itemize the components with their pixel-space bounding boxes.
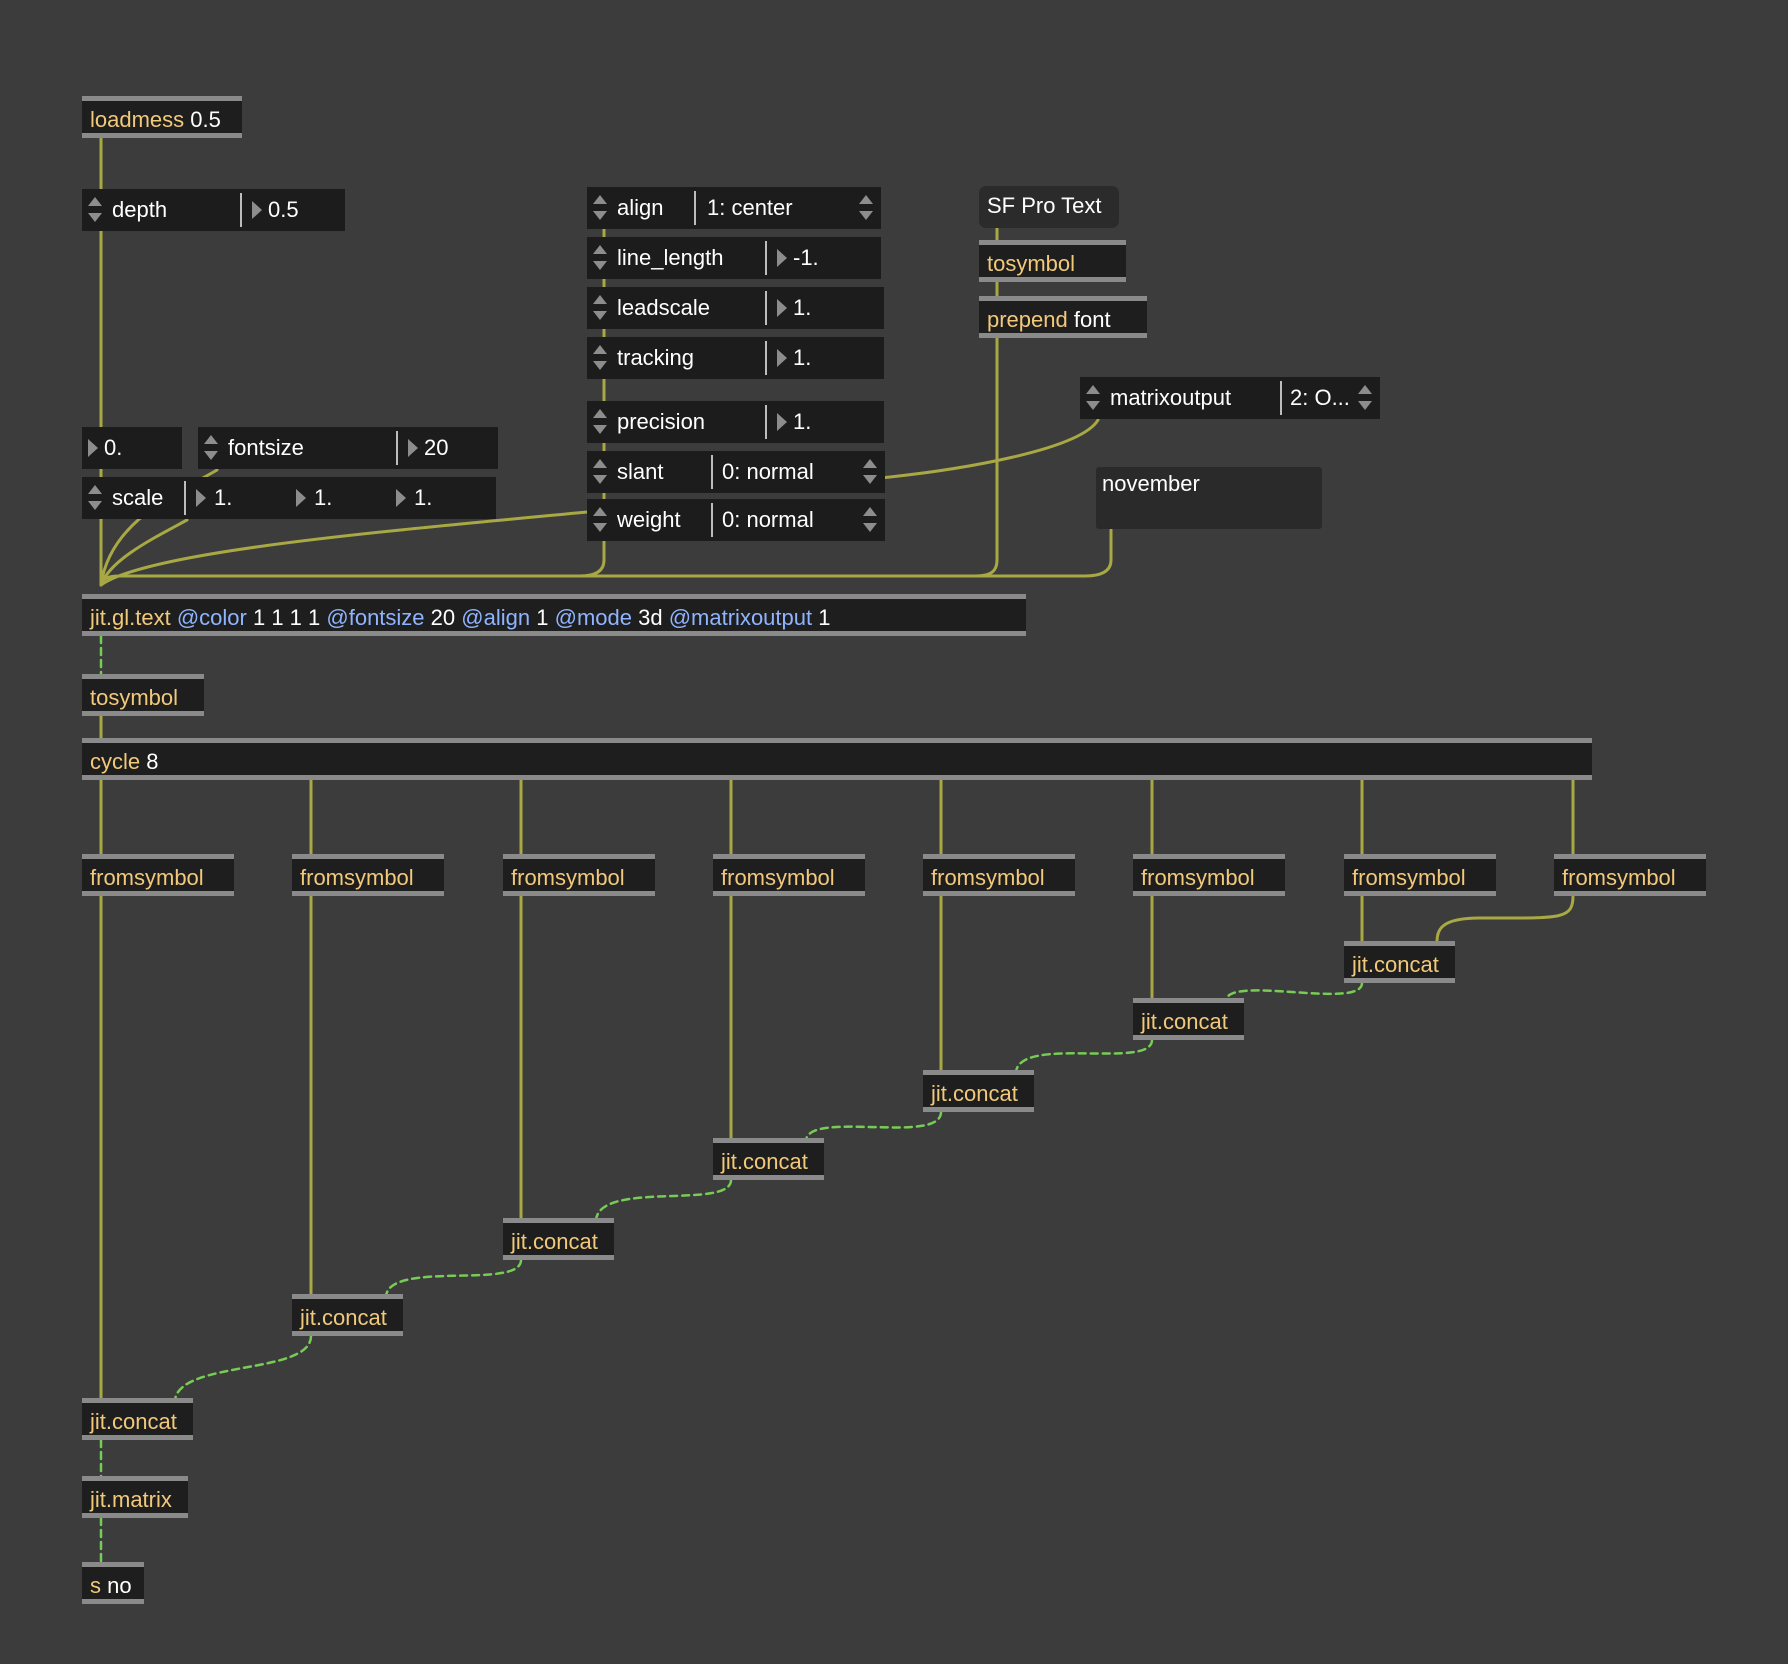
jit-concat-object[interactable]: jit.concat <box>503 1218 614 1260</box>
matrix-patchcord[interactable] <box>594 1178 733 1222</box>
attrui-scale-value-z[interactable]: 1. <box>414 485 433 510</box>
stepper-arrows-icon[interactable] <box>593 409 607 435</box>
fromsymbol-object[interactable]: fromsymbol <box>1133 854 1285 896</box>
prepend-font-object[interactable]: prepend font <box>979 296 1147 338</box>
attrui-line-length-value[interactable]: -1. <box>793 245 819 270</box>
attrui-scale-name: scale <box>112 485 164 510</box>
number-triangle-icon <box>408 439 418 457</box>
cycle-object[interactable]: cycle 8 <box>82 738 1592 780</box>
fromsymbol-object[interactable]: fromsymbol <box>82 854 234 896</box>
stepper-arrows-icon[interactable] <box>593 507 607 533</box>
attrui-scale[interactable]: scale 1. 1. 1. <box>82 477 496 519</box>
number-triangle-icon <box>396 489 406 507</box>
fromsymbol-object[interactable]: fromsymbol <box>923 854 1075 896</box>
stepper-arrows-icon[interactable] <box>204 435 218 461</box>
jit-matrix-object[interactable]: jit.matrix <box>82 1476 188 1518</box>
fromsymbol-object[interactable]: fromsymbol <box>713 854 865 896</box>
attrui-weight-name: weight <box>617 507 681 532</box>
jit-gl-text-object[interactable]: jit.gl.text @color 1 1 1 1 @fontsize 20 … <box>82 594 1026 636</box>
patchcord[interactable] <box>99 508 610 587</box>
patchcord[interactable] <box>878 418 1100 480</box>
jit-concat-object[interactable]: jit.concat <box>1344 941 1455 983</box>
attrui-align[interactable]: align 1: center <box>587 187 881 229</box>
attrui-align-value[interactable]: 1: center <box>707 195 793 220</box>
attrui-slant-name: slant <box>617 459 664 484</box>
attrui-tracking[interactable]: tracking 1. <box>587 337 884 379</box>
menu-arrows-icon[interactable] <box>863 459 877 485</box>
number-triangle-icon <box>88 439 98 457</box>
stepper-arrows-icon[interactable] <box>88 197 102 223</box>
attrui-line-length[interactable]: line_length -1. <box>587 237 881 279</box>
number-triangle-icon <box>252 201 262 219</box>
fromsymbol-object[interactable]: fromsymbol <box>503 854 655 896</box>
send-object[interactable]: s no <box>82 1562 144 1604</box>
matrix-patchcord[interactable] <box>384 1258 523 1298</box>
attrui-fontsize-name: fontsize <box>228 435 304 460</box>
attrui-depth-value[interactable]: 0.5 <box>268 197 299 222</box>
matrix-patchcord[interactable] <box>804 1110 943 1142</box>
patchcord[interactable] <box>99 226 606 587</box>
attrui-matrixoutput[interactable]: matrixoutput 2: O... <box>1080 377 1380 419</box>
number-triangle-icon <box>777 249 787 267</box>
matrix-patchcord[interactable] <box>1224 981 1364 1002</box>
fromsymbol-object[interactable]: fromsymbol <box>292 854 444 896</box>
patchcord[interactable] <box>898 528 1113 578</box>
attrui-depth-name: depth <box>112 197 168 222</box>
attrui-fontsize-value[interactable]: 20 <box>424 435 449 460</box>
jit-concat-object[interactable]: jit.concat <box>82 1398 193 1440</box>
attrui-tracking-name: tracking <box>617 345 695 370</box>
number-triangle-icon <box>777 413 787 431</box>
stepper-arrows-icon[interactable] <box>593 195 607 221</box>
fromsymbol-object[interactable]: fromsymbol <box>1344 854 1496 896</box>
attrui-slant[interactable]: slant 0: normal <box>587 451 885 493</box>
menu-arrows-icon[interactable] <box>1358 385 1372 411</box>
stepper-arrows-icon[interactable] <box>88 485 102 511</box>
patchcord[interactable] <box>1435 894 1575 945</box>
number-box[interactable]: 0. <box>82 427 182 469</box>
attrui-slant-value[interactable]: 0: normal <box>722 459 814 484</box>
stepper-arrows-icon[interactable] <box>593 245 607 271</box>
attrui-scale-value-y[interactable]: 1. <box>314 485 333 510</box>
text-display-november[interactable]: november <box>1096 467 1322 529</box>
jit-concat-object[interactable]: jit.concat <box>923 1070 1034 1112</box>
number-triangle-icon <box>777 349 787 367</box>
attrui-leadscale[interactable]: leadscale 1. <box>587 287 884 329</box>
attrui-matrixoutput-name: matrixoutput <box>1110 385 1232 410</box>
attrui-weight-value[interactable]: 0: normal <box>722 507 814 532</box>
stepper-arrows-icon[interactable] <box>593 295 607 321</box>
loadmess-object[interactable]: loadmess 0.5 <box>82 96 242 138</box>
jit-concat-object[interactable]: jit.concat <box>713 1138 824 1180</box>
menu-arrows-icon[interactable] <box>859 195 873 221</box>
attrui-weight[interactable]: weight 0: normal <box>587 499 885 541</box>
number-box-value[interactable]: 0. <box>104 435 123 460</box>
attrui-fontsize[interactable]: fontsize 20 <box>198 427 498 469</box>
jit-concat-object[interactable]: jit.concat <box>1133 998 1244 1040</box>
stepper-arrows-icon[interactable] <box>1086 385 1100 411</box>
attrui-leadscale-value[interactable]: 1. <box>793 295 812 320</box>
attrui-precision-name: precision <box>617 409 706 434</box>
tosymbol-object[interactable]: tosymbol <box>82 674 204 716</box>
attrui-matrixoutput-value[interactable]: 2: O... <box>1290 385 1350 410</box>
attrui-depth[interactable]: depth 0.5 <box>82 189 345 231</box>
tosymbol-font-object[interactable]: tosymbol <box>979 240 1126 282</box>
attrui-tracking-value[interactable]: 1. <box>793 345 812 370</box>
matrix-patchcord[interactable] <box>1014 1038 1154 1074</box>
fromsymbol-object[interactable]: fromsymbol <box>1554 854 1706 896</box>
attrui-precision[interactable]: precision 1. <box>587 401 884 443</box>
attrui-align-name: align <box>617 195 664 220</box>
attrui-scale-value-x[interactable]: 1. <box>214 485 233 510</box>
attrui-leadscale-name: leadscale <box>617 295 710 320</box>
number-triangle-icon <box>196 489 206 507</box>
number-triangle-icon <box>777 299 787 317</box>
number-triangle-icon <box>296 489 306 507</box>
menu-arrows-icon[interactable] <box>863 507 877 533</box>
jit-concat-object[interactable]: jit.concat <box>292 1294 403 1336</box>
matrix-patchcord[interactable] <box>173 1334 313 1402</box>
attrui-precision-value[interactable]: 1. <box>793 409 812 434</box>
stepper-arrows-icon[interactable] <box>593 345 607 371</box>
attrui-line-length-name: line_length <box>617 245 724 270</box>
stepper-arrows-icon[interactable] <box>593 459 607 485</box>
font-name-message[interactable]: SF Pro Text <box>979 186 1119 228</box>
